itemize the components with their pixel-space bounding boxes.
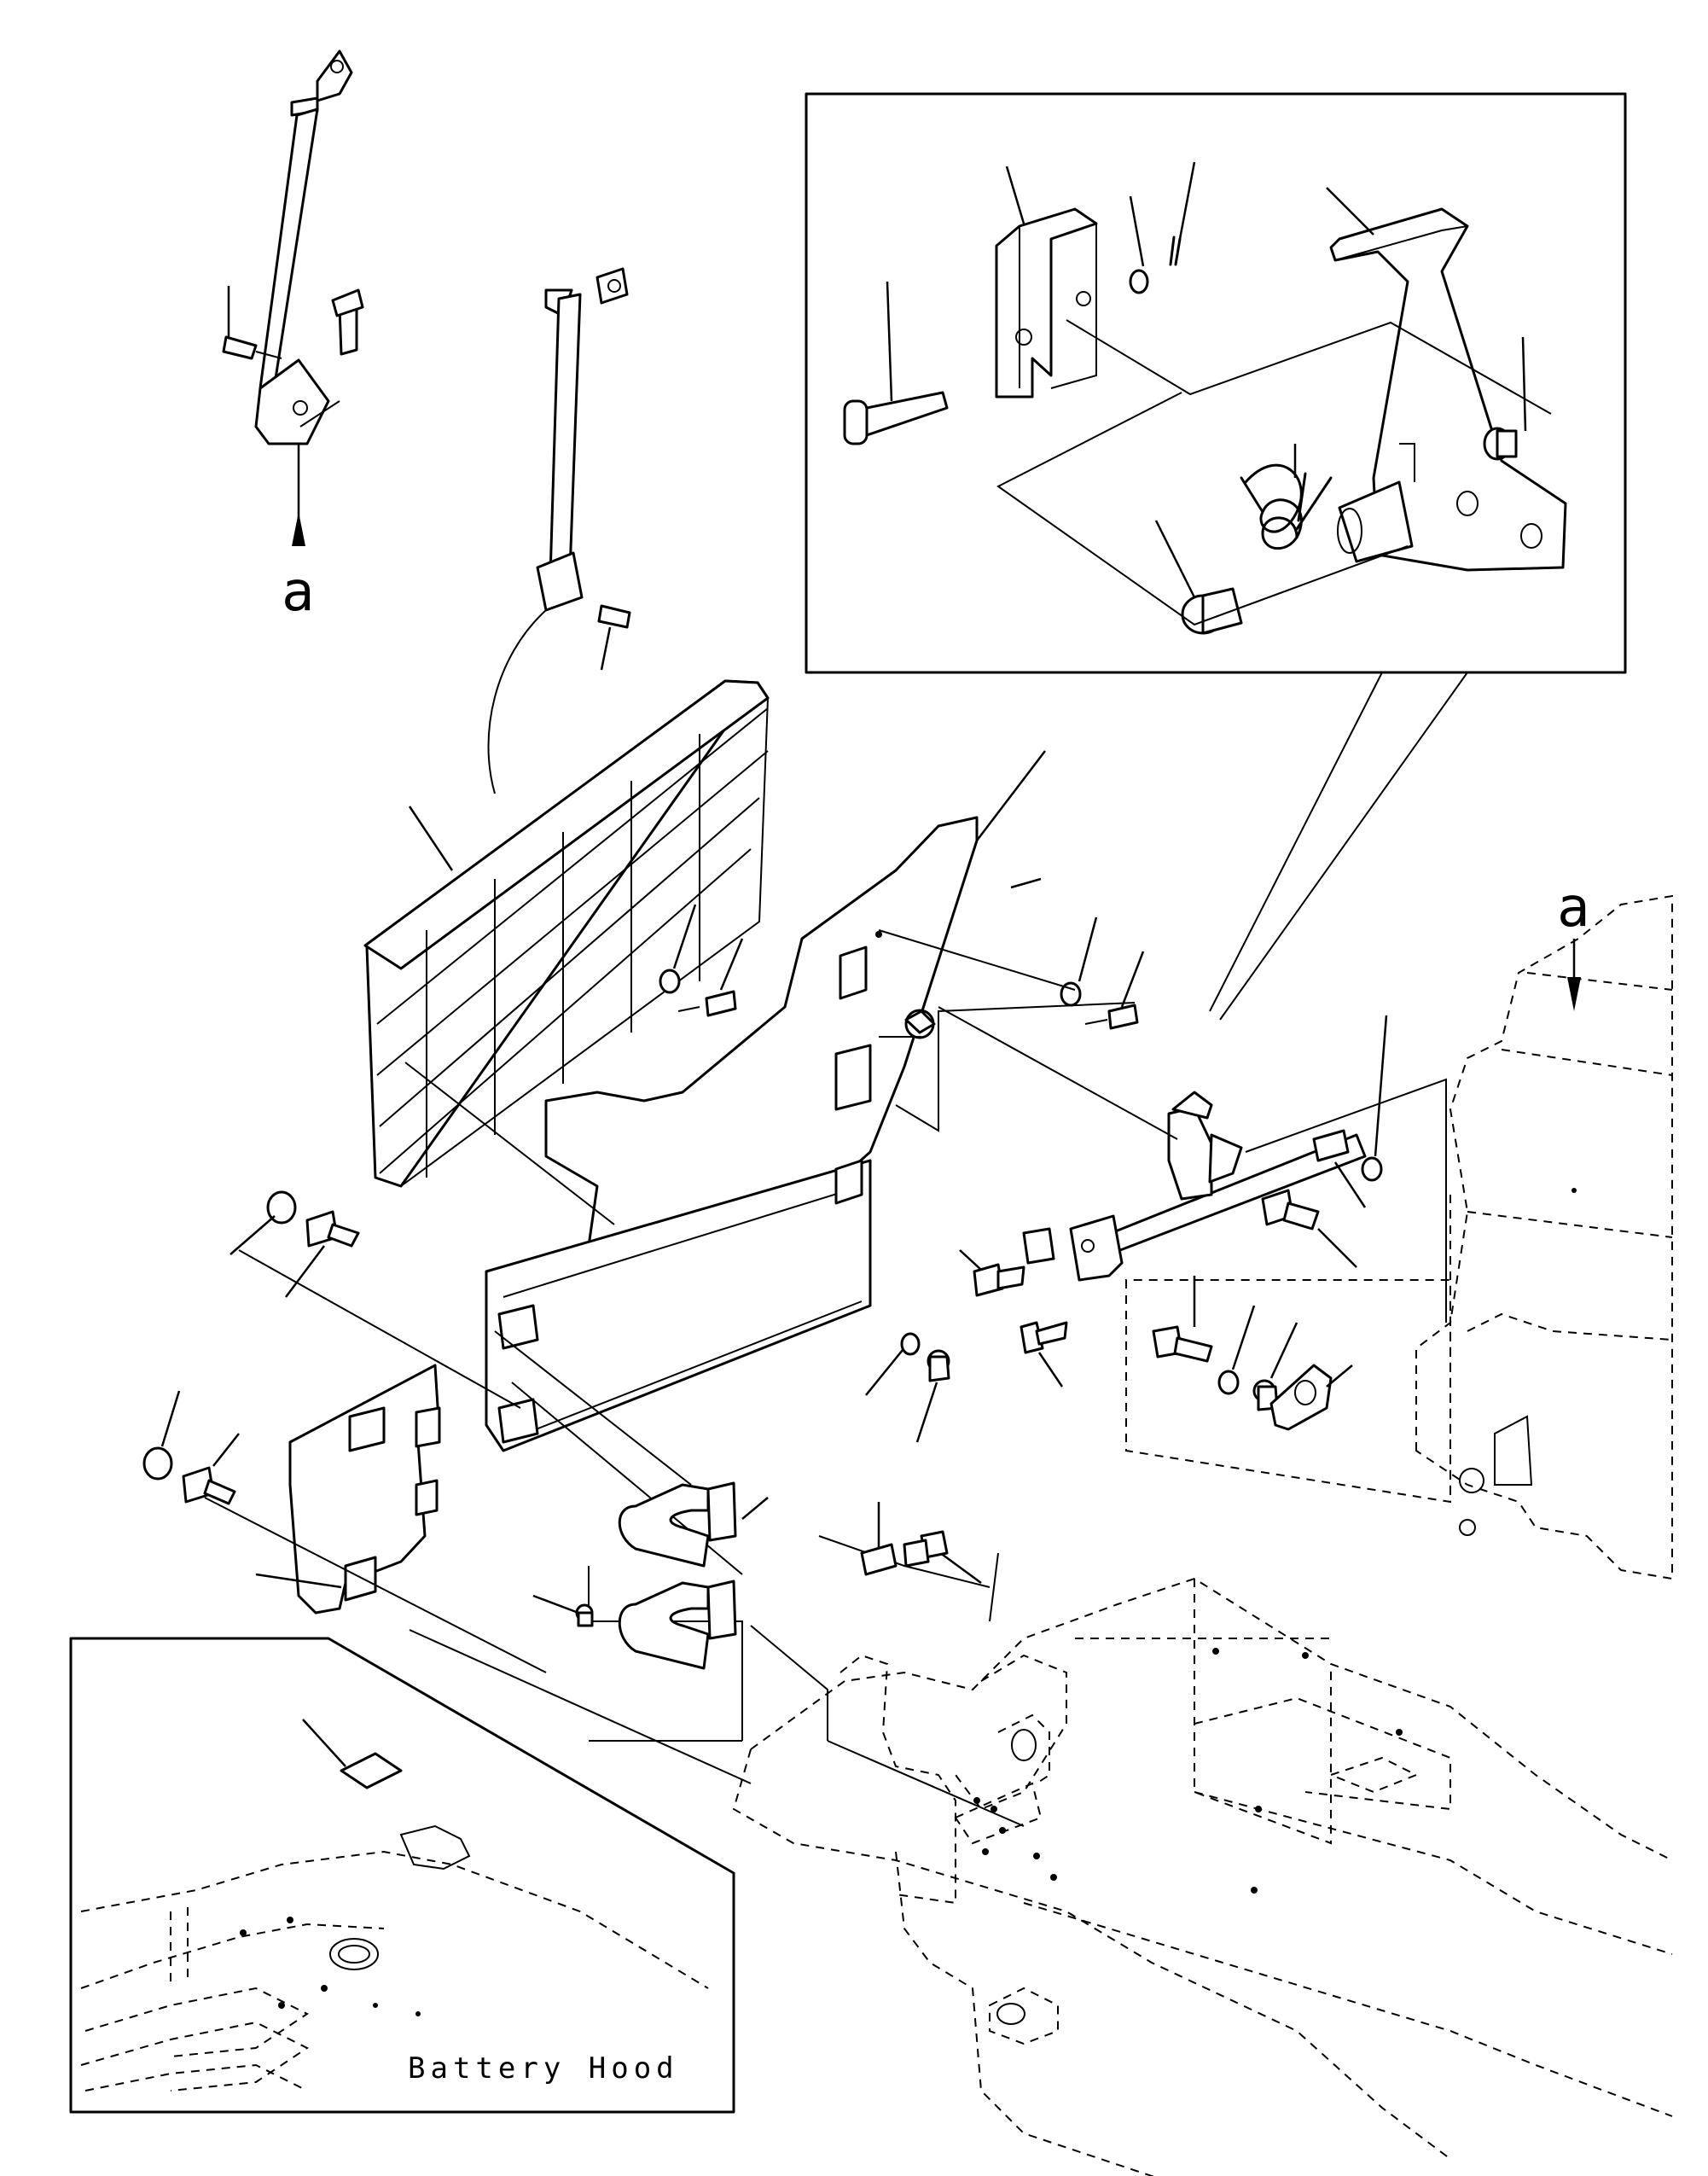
reference-letter-a-top: a <box>282 561 315 624</box>
clip-plate-right <box>1312 1129 1350 1162</box>
hood-stay-with-cable <box>487 267 631 794</box>
battery-hood-inset: Battery Hood <box>69 1637 735 2114</box>
center-cover-panel <box>485 750 1046 1452</box>
clip-plate-mid <box>1022 1227 1055 1265</box>
collar <box>1483 427 1518 461</box>
left-lower-panel <box>255 1364 441 1615</box>
battery-hood-inset-frame <box>69 1637 735 2114</box>
latch-detail-inset <box>805 92 1627 674</box>
lattice-side-panel <box>363 679 770 1188</box>
washer <box>1129 269 1149 294</box>
reference-letter-a-right: a <box>1557 876 1590 940</box>
hinge-brackets <box>532 1481 982 1670</box>
torsion-spring <box>1240 463 1333 550</box>
latch-lever <box>1329 207 1567 572</box>
spring-washer <box>266 1190 297 1225</box>
detail-inset-frame <box>805 92 1627 674</box>
hood-stay-rod: a <box>222 49 364 624</box>
latch-pin <box>843 391 949 445</box>
shaft-assembly <box>959 1015 1388 1431</box>
spring-washer-lower <box>142 1446 173 1481</box>
left-fasteners <box>142 1190 360 1505</box>
latch-bracket <box>995 207 1098 399</box>
inset-callout-lines <box>1209 672 1468 1021</box>
battery-hood-caption: Battery Hood <box>408 2051 679 2086</box>
machine-frame: a <box>732 876 1673 2176</box>
battery-hood-label-plate <box>340 1752 403 1789</box>
latch-on-shaft <box>1167 1106 1213 1201</box>
mid-fasteners <box>659 904 1145 1443</box>
cotter-pin <box>1169 236 1182 266</box>
shaft-end-plate <box>1069 1214 1124 1282</box>
